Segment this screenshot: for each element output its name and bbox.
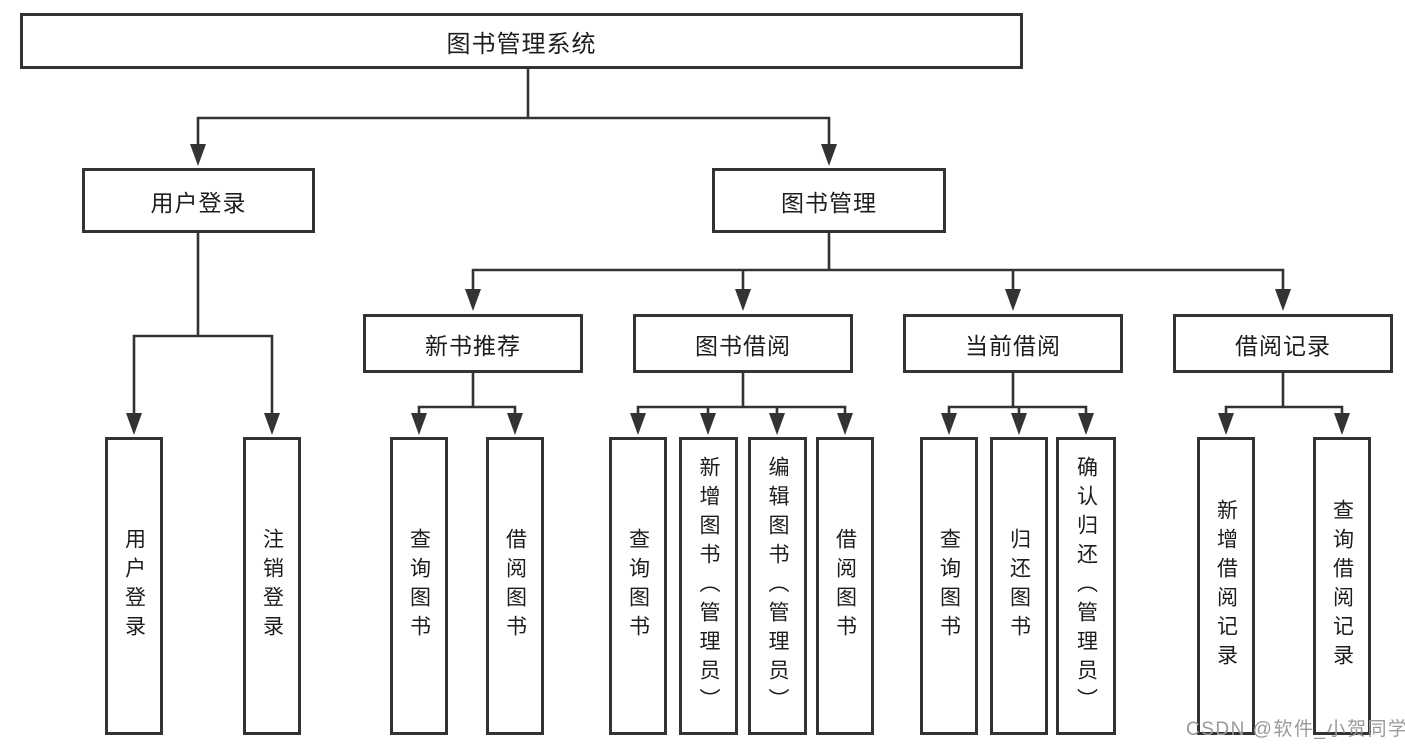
node-current-borrow: 当前借阅 <box>903 314 1123 373</box>
leaf-label: 归还图书 <box>1007 528 1031 644</box>
leaf-label: 查询借阅记录 <box>1330 499 1354 673</box>
edge-user-login-children <box>126 231 280 435</box>
node-library-management-system: 图书管理系统 <box>20 13 1023 69</box>
leaf-label: 注销登录 <box>260 528 284 644</box>
csdn-watermark: CSDN @软件_小贺同学 <box>1186 719 1405 740</box>
node-borrow-records: 借阅记录 <box>1173 314 1393 373</box>
leaf-user-login: 用户登录 <box>105 437 163 735</box>
leaf-confirm-return-admin: 确认归还（管理员） <box>1056 437 1116 735</box>
node-label: 新书推荐 <box>425 332 521 359</box>
edge-book-management-children <box>465 231 1291 311</box>
leaf-label: 编辑图书（管理员） <box>766 455 790 717</box>
edge-new-book-recommend-children <box>411 371 523 435</box>
leaf-query-books-borrow: 查询图书 <box>609 437 667 735</box>
node-label: 图书管理 <box>781 189 877 216</box>
edge-borrow-records-children <box>1218 371 1350 435</box>
node-new-book-recommend: 新书推荐 <box>363 314 583 373</box>
leaf-label: 新增借阅记录 <box>1214 499 1238 673</box>
node-label: 图书管理系统 <box>446 30 597 58</box>
leaf-label: 查询图书 <box>937 528 961 644</box>
leaf-label: 借阅图书 <box>503 528 527 644</box>
leaf-query-books-current: 查询图书 <box>920 437 978 735</box>
leaf-query-borrow-record: 查询借阅记录 <box>1313 437 1371 735</box>
leaf-query-books-recommend: 查询图书 <box>390 437 448 735</box>
node-label: 用户登录 <box>150 189 247 216</box>
leaf-borrow-books: 借阅图书 <box>816 437 874 735</box>
node-label: 图书借阅 <box>695 332 791 359</box>
leaf-edit-books-admin: 编辑图书（管理员） <box>748 437 807 735</box>
leaf-return-books: 归还图书 <box>990 437 1048 735</box>
node-book-borrow: 图书借阅 <box>633 314 853 373</box>
leaf-label: 查询图书 <box>407 528 431 644</box>
edge-root-to-level2 <box>190 67 837 166</box>
leaf-label: 新增图书（管理员） <box>697 455 721 717</box>
node-label: 当前借阅 <box>965 332 1061 359</box>
node-label: 借阅记录 <box>1235 332 1331 359</box>
edge-current-borrow-children <box>941 371 1094 435</box>
leaf-label: 借阅图书 <box>833 528 857 644</box>
edge-book-borrow-children <box>630 371 853 435</box>
leaf-add-books-admin: 新增图书（管理员） <box>679 437 738 735</box>
node-user-login: 用户登录 <box>82 168 315 233</box>
leaf-label: 用户登录 <box>122 528 146 644</box>
leaf-add-borrow-record: 新增借阅记录 <box>1197 437 1255 735</box>
leaf-logout: 注销登录 <box>243 437 301 735</box>
leaf-label: 查询图书 <box>626 528 650 644</box>
node-book-management: 图书管理 <box>712 168 946 233</box>
leaf-borrow-books-recommend: 借阅图书 <box>486 437 544 735</box>
leaf-label: 确认归还（管理员） <box>1074 455 1098 717</box>
